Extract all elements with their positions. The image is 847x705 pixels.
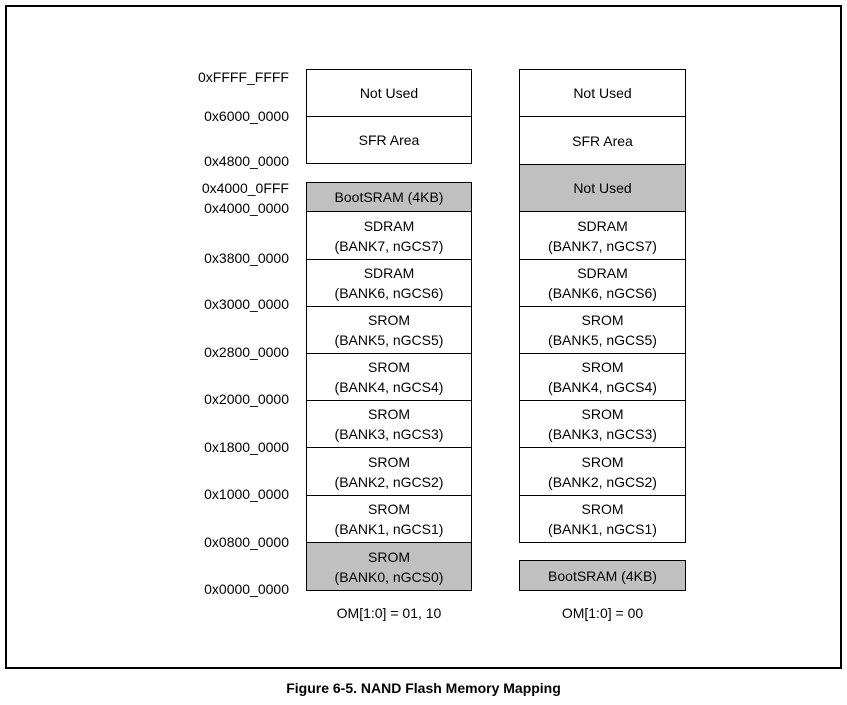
memory-block: Not Used xyxy=(306,69,472,117)
memory-block: SROM (BANK4, nGCS4) xyxy=(306,353,472,401)
block-label: SROM xyxy=(368,359,410,375)
figure-frame xyxy=(5,5,842,669)
block-label: SDRAM xyxy=(363,217,415,234)
block-sublabel: (BANK6, nGCS6) xyxy=(334,285,444,301)
memory-block: SROM (BANK5, nGCS5) xyxy=(306,306,472,354)
address-label: 0x1000_0000 xyxy=(204,486,289,502)
memory-block: Not Used xyxy=(519,69,686,117)
block-sublabel: (BANK5, nGCS5) xyxy=(334,332,444,348)
block-sublabel: (BANK3, nGCS3) xyxy=(548,426,657,442)
block-label: SROM xyxy=(368,453,410,470)
address-label: 0x4000_0FFF xyxy=(201,180,289,196)
figure-caption: Figure 6-5. NAND Flash Memory Mapping xyxy=(286,680,561,696)
block-sublabel: (BANK7, nGCS7) xyxy=(334,237,444,254)
block-sublabel: (BANK2, nGCS2) xyxy=(548,473,657,490)
address-label: 0x0800_0000 xyxy=(204,534,289,550)
memory-block: SROM (BANK1, nGCS1) xyxy=(519,495,686,543)
block-label: SROM xyxy=(581,501,624,517)
memory-block: SROM (BANK1, nGCS1) xyxy=(306,495,472,543)
memory-block: SFR Area xyxy=(519,116,686,165)
mode-label-left: OM[1:0] = 01, 10 xyxy=(336,605,442,621)
mode-label-right: OM[1:0] = 00 xyxy=(561,605,644,621)
address-label: 0x6000_0000 xyxy=(204,108,289,124)
memory-block: SDRAM (BANK7, nGCS7) xyxy=(306,211,472,260)
address-label: 0x3800_0000 xyxy=(204,250,289,266)
block-sublabel: (BANK7, nGCS7) xyxy=(548,237,657,254)
memory-block: SDRAM (BANK6, nGCS6) xyxy=(306,259,472,307)
block-sublabel: (BANK1, nGCS1) xyxy=(548,521,657,537)
memory-block: SDRAM (BANK7, nGCS7) xyxy=(519,211,686,260)
memory-block: BootSRAM (4KB) xyxy=(306,182,472,212)
memory-block: SROM (BANK0, nGCS0) xyxy=(306,542,472,591)
address-label: 0xFFFF_FFFF xyxy=(198,69,289,85)
block-label: SROM xyxy=(581,312,624,328)
block-label: SDRAM xyxy=(577,265,628,281)
memory-block: BootSRAM (4KB) xyxy=(519,560,686,591)
address-label: 0x4800_0000 xyxy=(204,153,289,169)
memory-block: SROM (BANK3, nGCS3) xyxy=(306,400,472,448)
block-sublabel: (BANK5, nGCS5) xyxy=(548,332,657,348)
block-label: SROM xyxy=(581,453,624,470)
block-label: SROM xyxy=(368,501,410,517)
memory-block: Not Used xyxy=(519,164,686,212)
block-sublabel: (BANK3, nGCS3) xyxy=(334,426,444,442)
memory-block: SROM (BANK2, nGCS2) xyxy=(306,447,472,496)
address-label: 0x4000_0000 xyxy=(204,200,289,216)
block-label: BootSRAM (4KB) xyxy=(548,567,657,584)
address-label: 0x0000_0000 xyxy=(204,581,289,597)
block-sublabel: (BANK4, nGCS4) xyxy=(334,379,444,395)
block-sublabel: (BANK2, nGCS2) xyxy=(334,473,444,490)
block-label: Not Used xyxy=(573,85,632,101)
block-sublabel: (BANK1, nGCS1) xyxy=(334,521,444,537)
block-sublabel: (BANK6, nGCS6) xyxy=(548,285,657,301)
block-label: SROM xyxy=(368,548,410,565)
block-label: Not Used xyxy=(359,85,419,101)
block-label: BootSRAM (4KB) xyxy=(334,189,444,205)
address-label: 0x3000_0000 xyxy=(204,296,289,312)
memory-block: SFR Area xyxy=(306,116,472,164)
block-label: SFR Area xyxy=(572,132,633,149)
memory-block: SROM (BANK4, nGCS4) xyxy=(519,353,686,401)
address-label: 0x2000_0000 xyxy=(204,391,289,407)
block-label: SROM xyxy=(368,312,410,328)
memory-block: SROM (BANK5, nGCS5) xyxy=(519,306,686,354)
memory-block: SROM (BANK3, nGCS3) xyxy=(519,400,686,448)
block-label: SFR Area xyxy=(358,132,420,148)
block-label: SROM xyxy=(581,359,624,375)
memory-block: SDRAM (BANK6, nGCS6) xyxy=(519,259,686,307)
block-label: SDRAM xyxy=(577,217,628,234)
block-sublabel: (BANK4, nGCS4) xyxy=(548,379,657,395)
block-sublabel: (BANK0, nGCS0) xyxy=(334,568,444,585)
block-label: SDRAM xyxy=(363,265,415,281)
memory-block: SROM (BANK2, nGCS2) xyxy=(519,447,686,496)
block-label: SROM xyxy=(368,406,410,422)
address-label: 0x1800_0000 xyxy=(204,439,289,455)
block-label: Not Used xyxy=(573,180,632,196)
address-label: 0x2800_0000 xyxy=(204,344,289,360)
block-label: SROM xyxy=(581,406,624,422)
